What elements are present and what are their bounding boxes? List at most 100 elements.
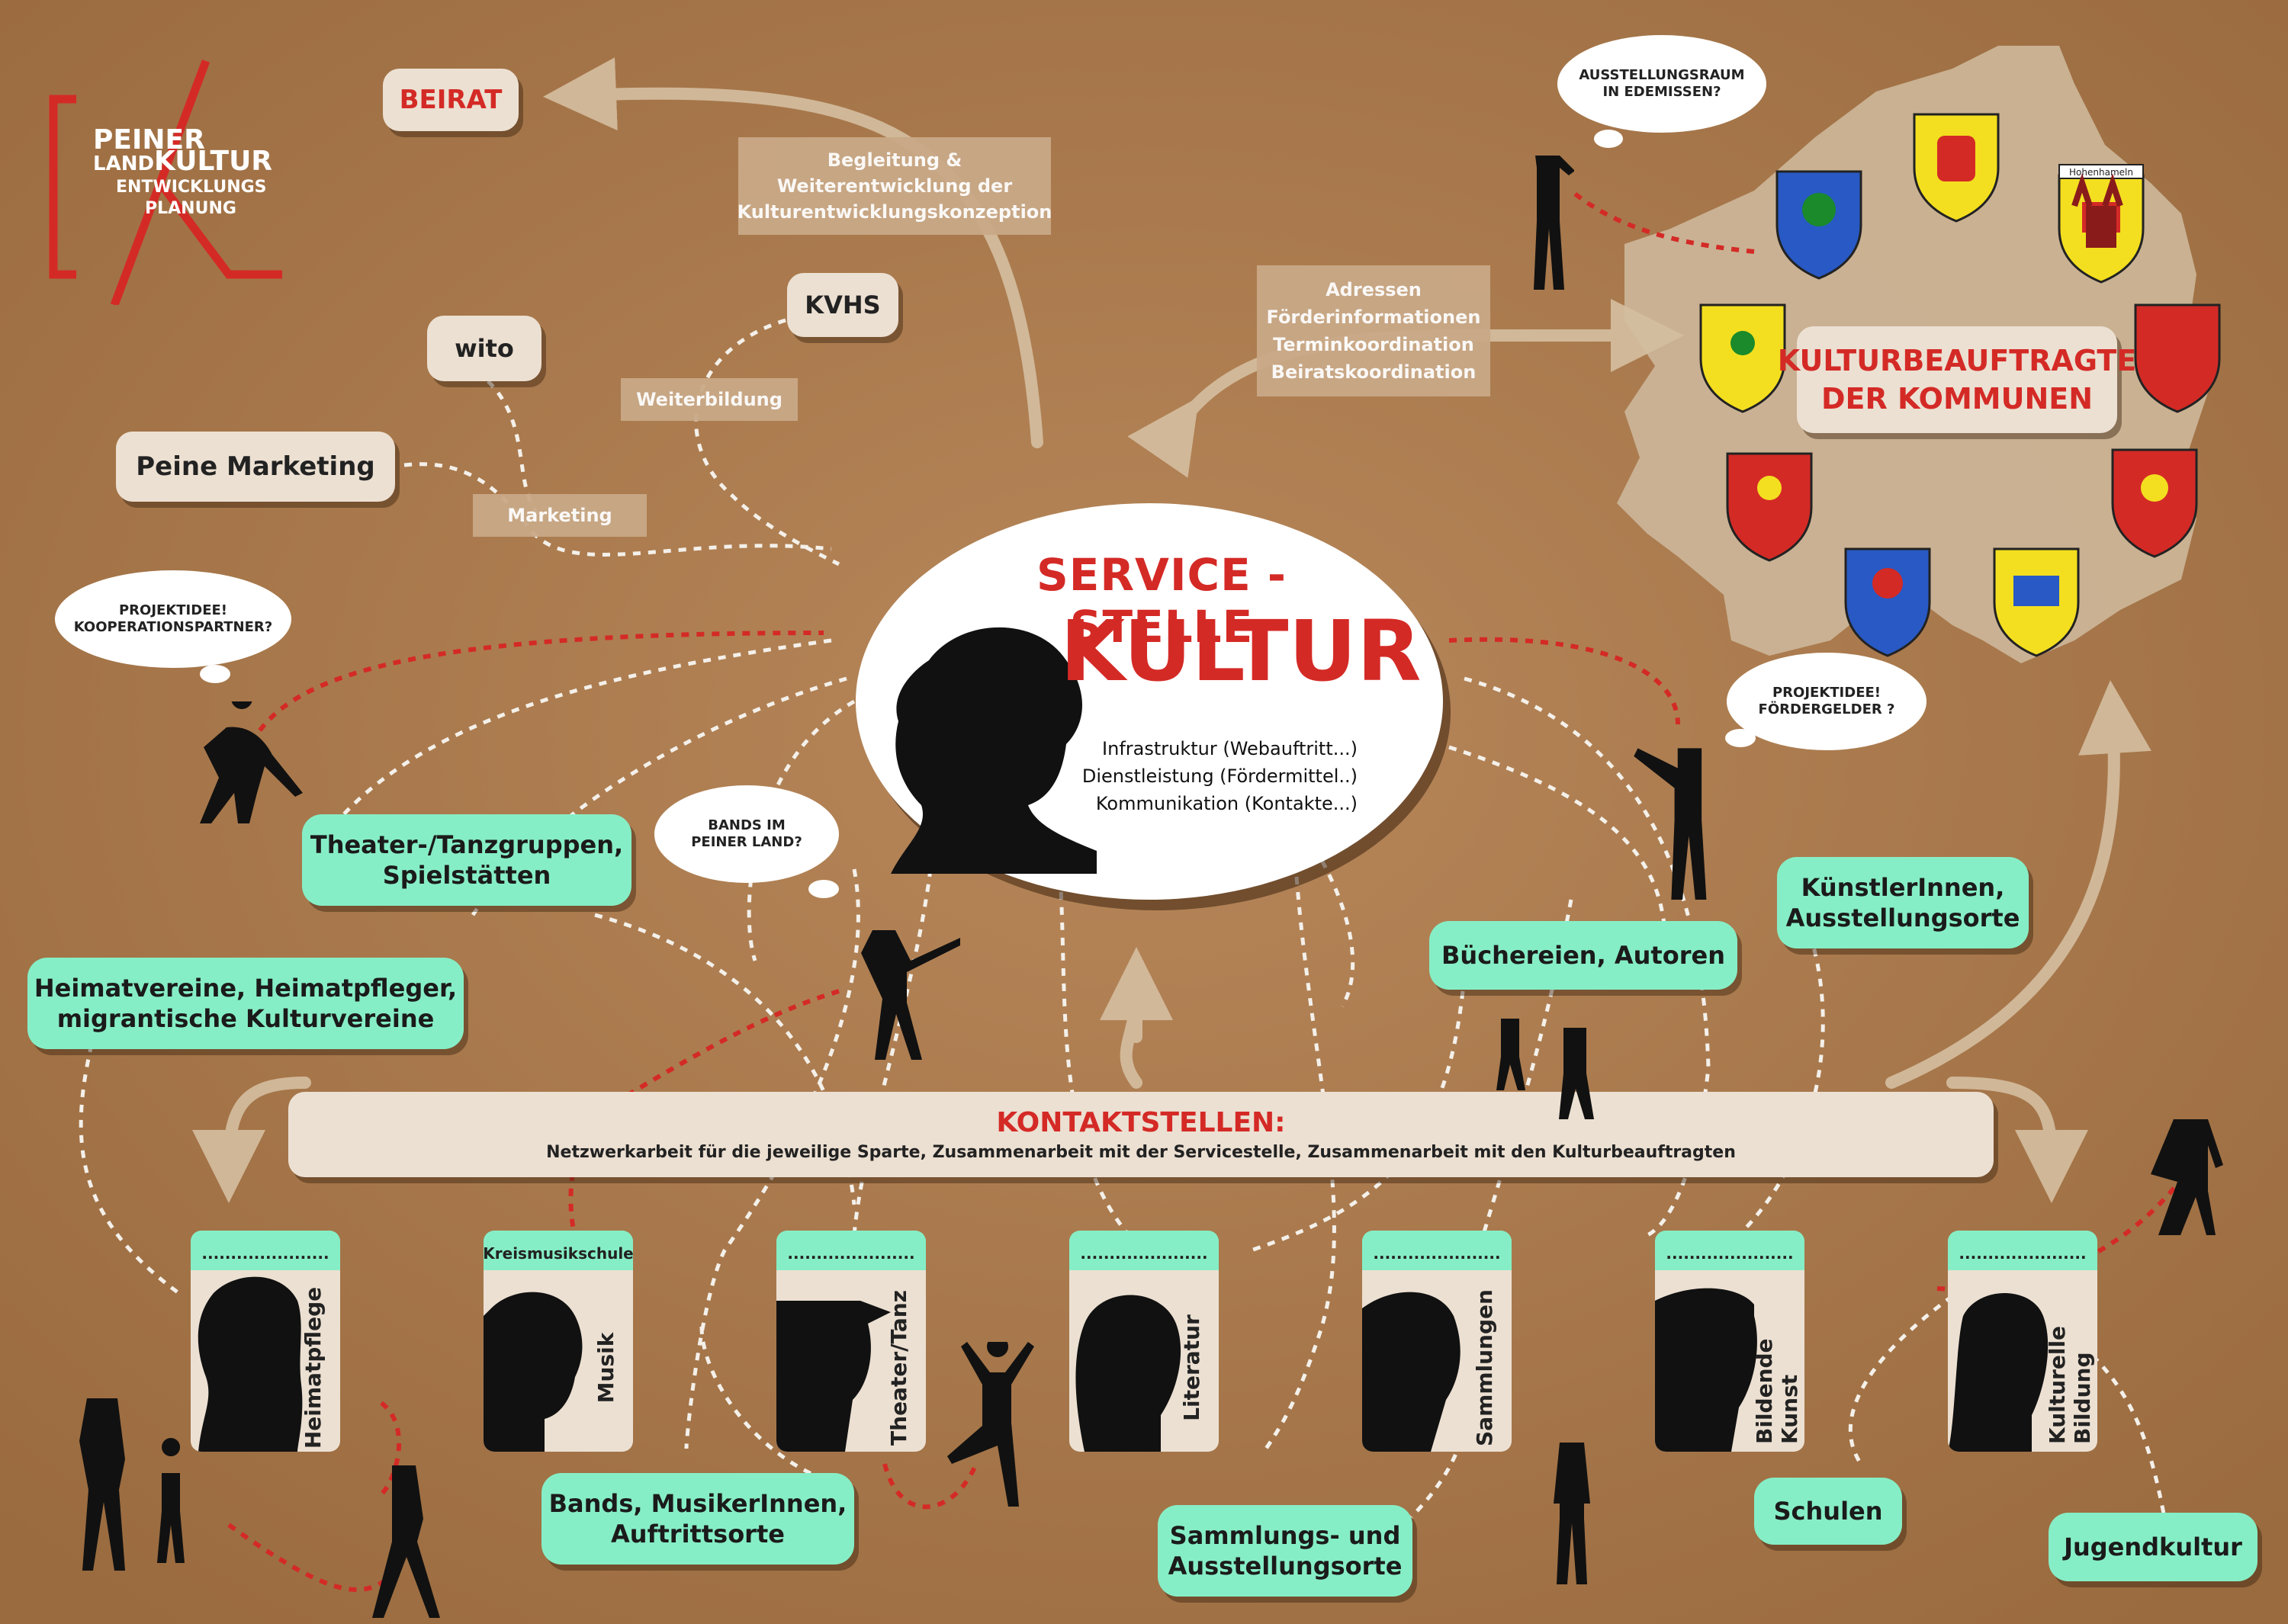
- card-tab: ......................: [191, 1231, 340, 1276]
- person-gesturing-icon: [1634, 724, 1707, 900]
- card-body: Sammlungen: [1362, 1270, 1512, 1452]
- bubble-dot: [200, 665, 230, 683]
- group-buechereien[interactable]: Büchereien, Autoren: [1429, 921, 1737, 990]
- card-theater-tanz[interactable]: ...................... Theater/Tanz: [776, 1231, 926, 1452]
- bubble-dot: [1594, 130, 1623, 148]
- guitarist-icon: [861, 907, 960, 1060]
- peine-marketing-box[interactable]: Peine Marketing: [116, 432, 395, 502]
- kvhs-box[interactable]: KVHS: [787, 273, 898, 337]
- kontaktstellen-bar: KONTAKTSTELLEN: Netzwerkarbeit für die j…: [288, 1092, 1994, 1177]
- card-musik[interactable]: Kreismusikschule Musik: [483, 1231, 634, 1452]
- group-bands-line1: Bands, MusikerInnen,: [548, 1489, 847, 1518]
- card-kulturelle-bildung[interactable]: ...................... Kulturelle Bildun…: [1948, 1231, 2097, 1452]
- coat-of-arms-icon-4: [1699, 303, 1786, 413]
- adressen-line4: Beiratskoordination: [1271, 361, 1477, 383]
- card-sammlungen[interactable]: ...................... Sammlungen: [1362, 1231, 1512, 1452]
- bubble-bands-line2: PEINER LAND?: [691, 834, 802, 850]
- adressen-line2: Förderinformationen: [1266, 307, 1481, 328]
- beirat-label: BEIRAT: [399, 85, 503, 115]
- bubble-dot: [808, 880, 839, 898]
- adressen-box: Adressen Förderinformationen Terminkoord…: [1257, 265, 1490, 396]
- person-talking-icon: [1534, 130, 1574, 290]
- bubble-bands-line1: BANDS IM: [708, 817, 786, 833]
- woman-profile-icon: [198, 1276, 303, 1452]
- service-item-kommunikation: Kommunikation (Kontakte...): [1095, 793, 1358, 814]
- dancer-icon: [947, 1342, 1034, 1507]
- service-stelle-title: SERVICE - STELLE: [1036, 549, 1287, 653]
- begleitung-line2: Weiterentwicklung der: [776, 175, 1013, 197]
- group-heimat[interactable]: Heimatvereine, Heimatpfleger, migrantisc…: [27, 958, 464, 1049]
- card-label: Literatur: [1178, 1314, 1204, 1421]
- begleitung-line1: Begleitung &: [827, 149, 962, 171]
- card-literatur[interactable]: ...................... Literatur: [1069, 1231, 1219, 1452]
- service-list: Infrastruktur (Webauftritt...) Dienstlei…: [1060, 735, 1358, 817]
- logo-line4: ENTWICKLUNGS: [116, 178, 267, 197]
- card-label: Heimatpflege: [300, 1286, 326, 1449]
- kulturbeauftragte-line2: DER KOMMUNEN: [1820, 382, 2094, 416]
- card-heimatpflege[interactable]: ...................... Heimatpflege: [191, 1231, 340, 1452]
- card-body: Heimatpflege: [191, 1270, 340, 1452]
- service-item-infrastruktur: Infrastruktur (Webauftritt...): [1102, 738, 1358, 759]
- person-standing-icon: [1554, 1418, 1590, 1584]
- child-walking-icon: [1559, 1006, 1594, 1119]
- person-walking-icon: [372, 1441, 440, 1618]
- group-jugendkultur-label: Jugendkultur: [2064, 1533, 2242, 1561]
- group-theater-line2: Spielstätten: [382, 861, 551, 890]
- wito-label: wito: [455, 334, 514, 363]
- kontaktstellen-title: KONTAKTSTELLEN:: [996, 1107, 1286, 1138]
- mother-child-icon: [79, 1372, 185, 1571]
- group-jugendkultur[interactable]: Jugendkultur: [2049, 1513, 2257, 1581]
- coat-of-arms-icon-6: [1726, 452, 1813, 562]
- curly-hair-profile-icon: [1075, 1295, 1181, 1452]
- card-label: Sammlungen: [1471, 1289, 1497, 1446]
- group-sammlungsorte[interactable]: Sammlungs- und Ausstellungsorte: [1158, 1505, 1412, 1597]
- girl-profile-icon: [1948, 1293, 2049, 1452]
- group-bands-line2: Auftrittsorte: [611, 1520, 785, 1549]
- group-schulen[interactable]: Schulen: [1754, 1478, 1902, 1545]
- card-label: Kulturelle Bildung: [2045, 1325, 2095, 1444]
- couple-dancing-icon: [2151, 1098, 2223, 1235]
- card-tab: ......................: [1362, 1231, 1512, 1276]
- logo-k-shape: [49, 59, 282, 305]
- group-heimat-line1: Heimatvereine, Heimatpfleger,: [34, 974, 458, 1003]
- begleitung-box: Begleitung & Weiterentwicklung der Kultu…: [737, 137, 1052, 235]
- card-tab: ......................: [1069, 1231, 1219, 1276]
- kultur-title: KULTUR: [1060, 602, 1422, 700]
- group-schulen-label: Schulen: [1773, 1497, 1883, 1526]
- man-profile-icon: [484, 1292, 583, 1452]
- card-body: Literatur: [1069, 1270, 1219, 1452]
- card-body: Bildende Kunst: [1655, 1270, 1804, 1452]
- bubble-bands: BANDS IM PEINER LAND?: [654, 785, 839, 883]
- bubble-projektidee-right-line1: PROJEKTIDEE!: [1772, 685, 1881, 701]
- wito-box[interactable]: wito: [427, 316, 541, 381]
- beirat-box[interactable]: BEIRAT: [383, 69, 519, 131]
- bubble-projektidee-left-line1: PROJEKTIDEE!: [118, 602, 227, 618]
- card-tab: ......................: [776, 1231, 926, 1276]
- card-tab: ......................: [1655, 1231, 1804, 1276]
- kvhs-label: KVHS: [805, 290, 881, 319]
- card-body: Musik: [484, 1270, 633, 1452]
- coat-of-arms-icon-7: [2111, 448, 2198, 558]
- group-bands[interactable]: Bands, MusikerInnen, Auftrittsorte: [541, 1473, 854, 1565]
- bubble-projektidee-right-line2: FÖRDERGELDER ?: [1758, 701, 1895, 717]
- logo-line2: LAND: [93, 152, 155, 175]
- card-tab: Kreismusikschule: [483, 1231, 634, 1276]
- marketing-label: Marketing: [507, 505, 612, 526]
- group-kuenstler[interactable]: KünstlerInnen, Ausstellungsorte: [1777, 857, 2029, 948]
- bubble-ausstellungsraum-line2: IN EDEMISSEN?: [1602, 84, 1721, 100]
- service-item-dienstleistung: Dienstleistung (Fördermittel..): [1081, 765, 1358, 787]
- coat-of-arms-icon-8: [1844, 547, 1931, 657]
- bubble-ausstellungsraum: AUSSTELLUNGSRAUM IN EDEMISSEN?: [1557, 35, 1766, 133]
- person-golfing-icon: [200, 701, 303, 823]
- group-sammlungsorte-line1: Sammlungs- und: [1169, 1521, 1401, 1550]
- card-bildende-kunst[interactable]: ...................... Bildende Kunst: [1655, 1231, 1804, 1452]
- group-kuenstler-line2: Ausstellungsorte: [1785, 903, 2020, 932]
- group-heimat-line2: migrantische Kulturvereine: [56, 1004, 435, 1033]
- bubble-ausstellungsraum-line1: AUSSTELLUNGSRAUM: [1579, 67, 1745, 83]
- card-label: Bildende Kunst: [1752, 1338, 1802, 1444]
- head-silhouette-icon: [891, 627, 1097, 874]
- kulturbeauftragte-box[interactable]: KULTURBEAUFTRAGTE DER KOMMUNEN: [1778, 326, 2136, 433]
- card-body: Kulturelle Bildung: [1948, 1270, 2097, 1452]
- group-theater[interactable]: Theater-/Tanzgruppen, Spielstätten: [302, 814, 631, 906]
